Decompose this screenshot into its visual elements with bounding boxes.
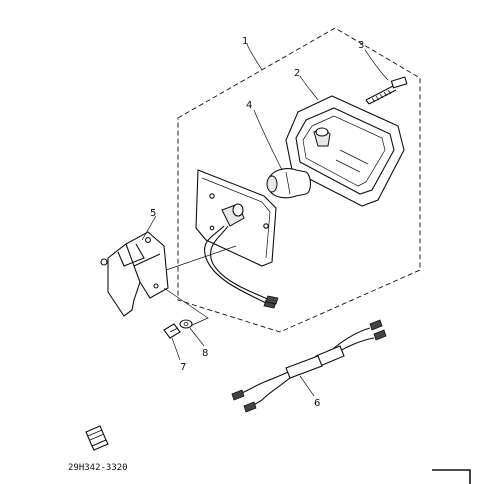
leader-2	[299, 75, 319, 101]
callout-4: 4	[246, 100, 252, 111]
lens-housing-part	[285, 95, 405, 207]
catalog-mark-icon	[85, 425, 109, 451]
leader-8	[189, 327, 205, 347]
callout-8: 8	[202, 348, 208, 359]
bulb-part	[266, 167, 312, 199]
bolt-part	[163, 323, 181, 339]
leader-7	[171, 337, 181, 361]
assembly-dashed-outline	[177, 27, 421, 333]
base-plate-part	[195, 169, 279, 309]
leader-4	[253, 109, 283, 171]
leader-3	[364, 49, 389, 81]
leader-6	[299, 375, 315, 397]
leader-1	[246, 43, 263, 71]
bracket-part	[100, 231, 169, 317]
callout-6: 6	[314, 398, 320, 409]
callout-2: 2	[294, 68, 300, 79]
guide-line-bolt	[163, 287, 209, 327]
leader-5	[141, 215, 157, 241]
part-number-label: 29H342-3320	[68, 463, 128, 473]
screw-part	[365, 76, 408, 105]
washer-part	[179, 319, 193, 329]
guide-line-plate-to-bracket	[165, 245, 237, 271]
callout-3: 3	[358, 40, 364, 51]
callout-5: 5	[150, 208, 156, 219]
callout-7: 7	[180, 362, 186, 373]
wire-harness-part	[231, 319, 387, 413]
callout-1: 1	[242, 36, 248, 47]
frame-corner	[432, 469, 471, 484]
